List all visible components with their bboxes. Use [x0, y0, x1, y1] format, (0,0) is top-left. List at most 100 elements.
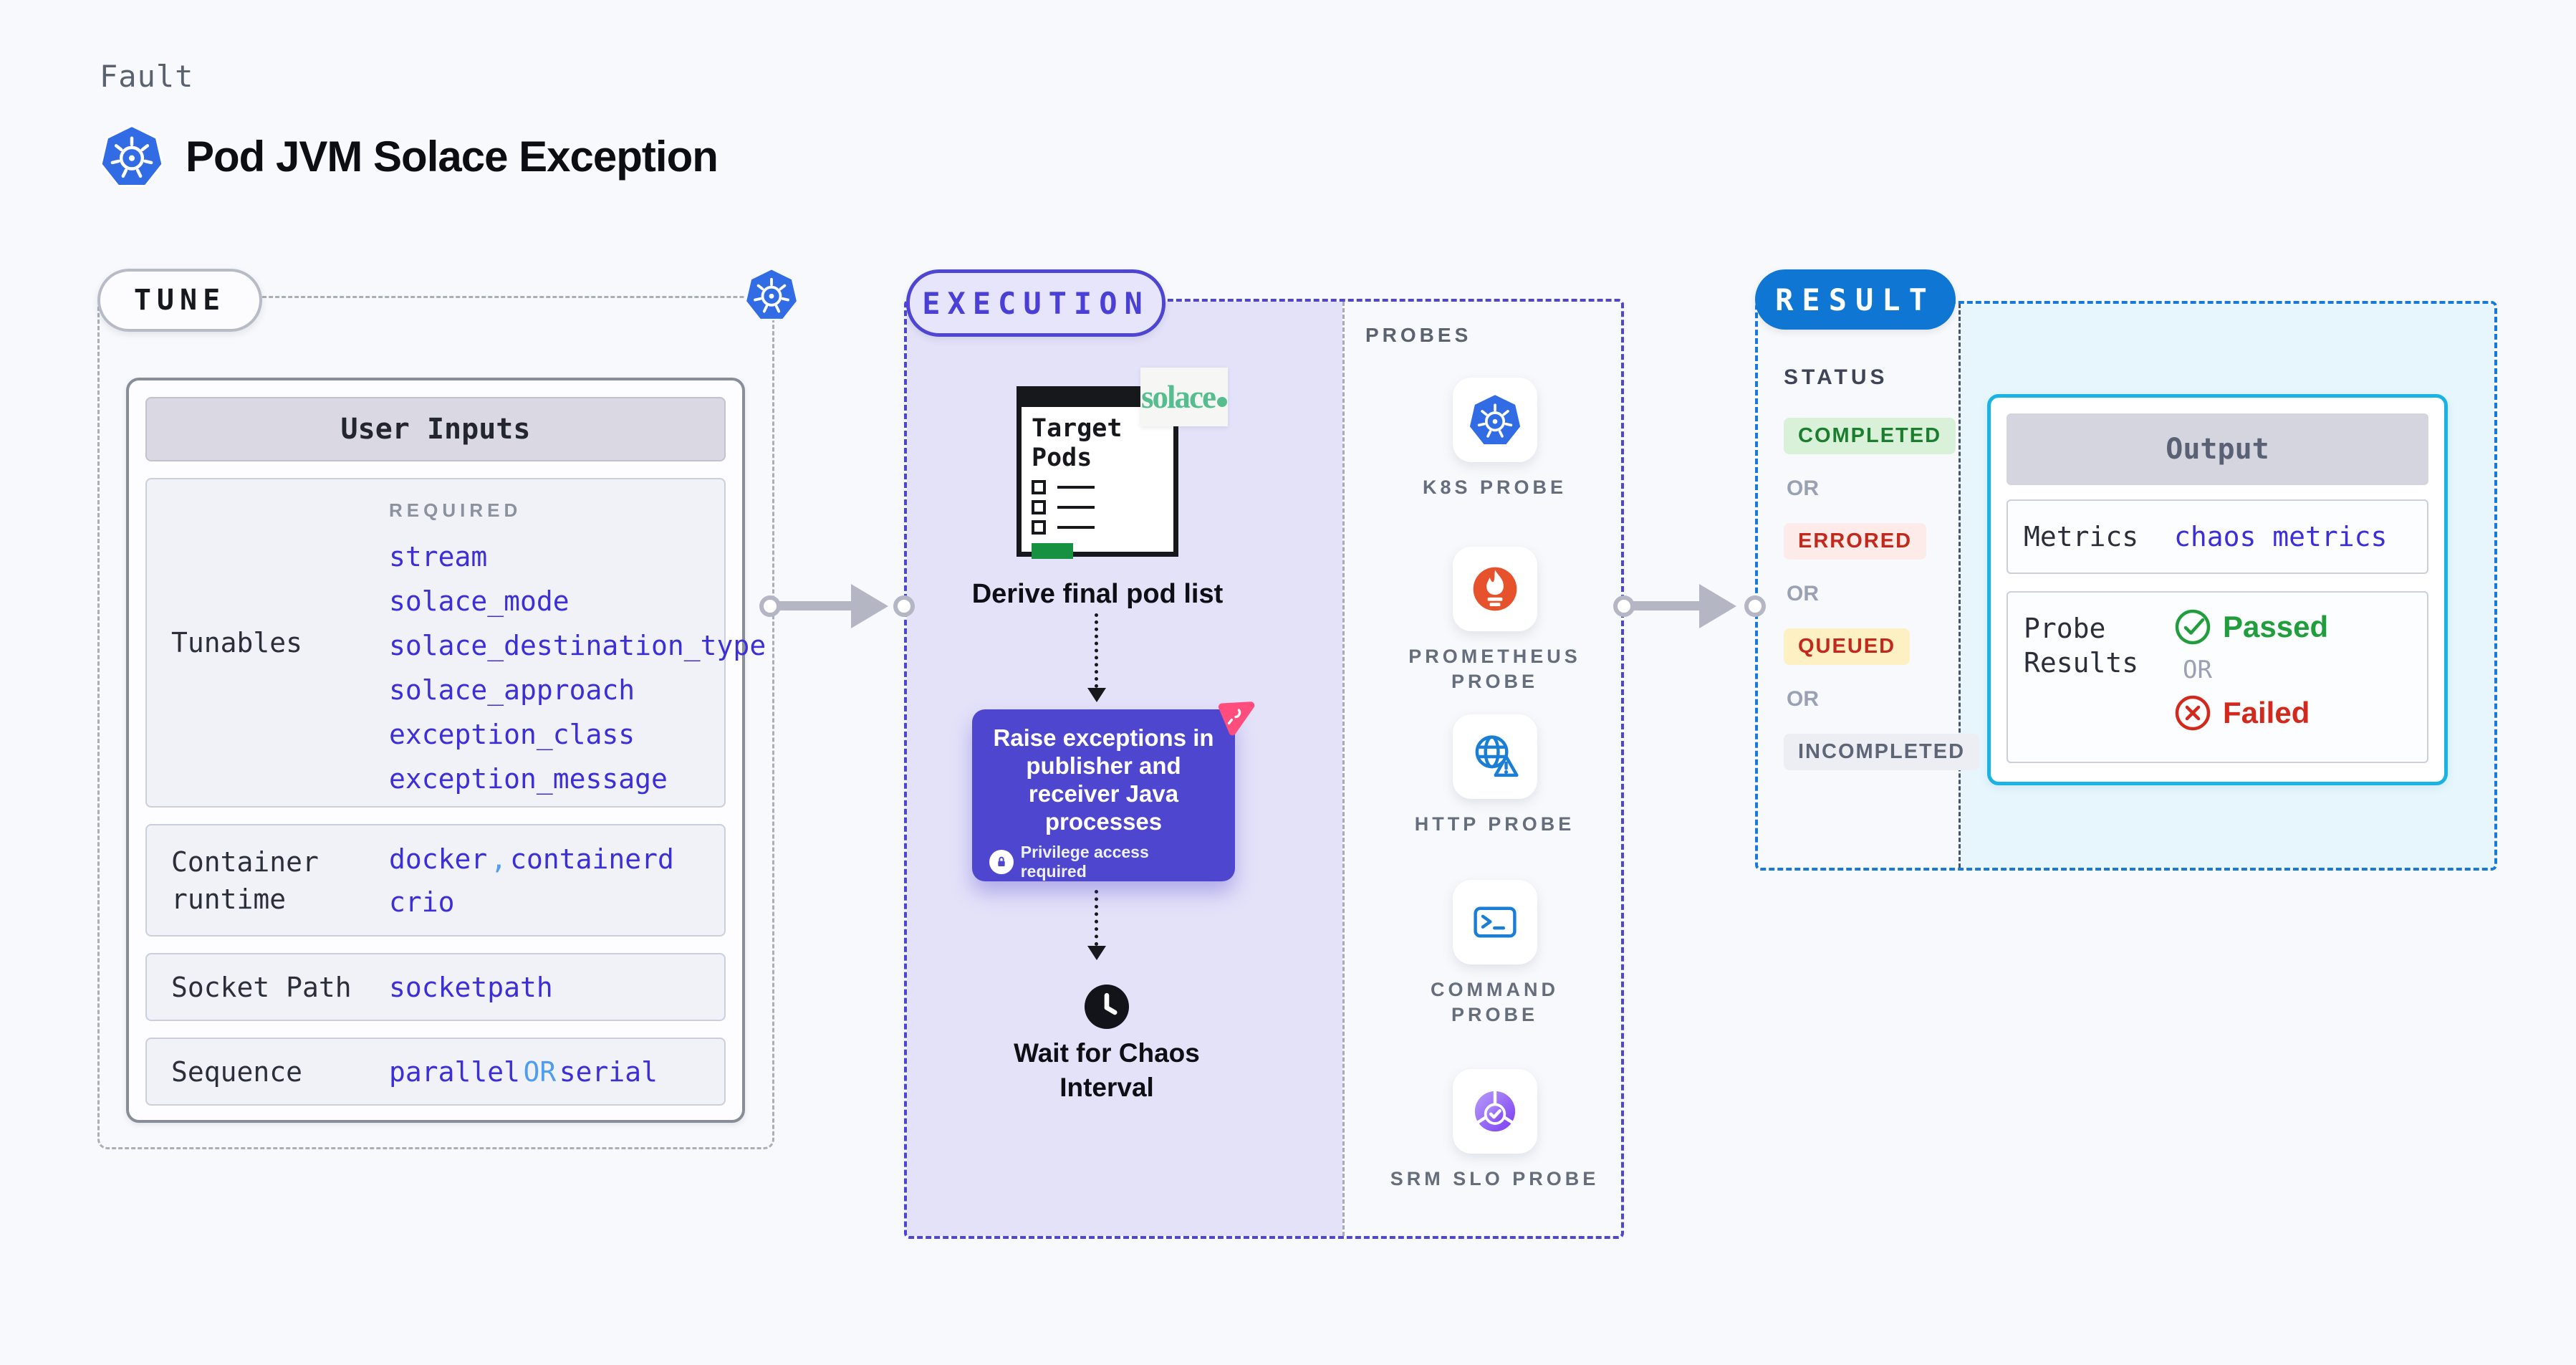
probe-label: K8S PROBE	[1422, 476, 1567, 498]
kubernetes-icon	[1452, 378, 1537, 462]
raise-exceptions-text: Raise exceptions in publisher and receiv…	[993, 724, 1214, 835]
runtime-value: crio	[389, 886, 455, 918]
output-header: Output	[2007, 413, 2428, 485]
probe-results-values: Passed OR Failed	[2174, 593, 2328, 762]
checkbox-icon	[1032, 520, 1046, 535]
tune-badge: TUNE	[97, 269, 262, 332]
runtime-value: docker	[389, 843, 488, 875]
probe-item: PROMETHEUS PROBE	[1365, 547, 1624, 694]
lock-icon	[989, 850, 1014, 874]
fault-kicker: Fault	[100, 59, 194, 94]
probes-heading: PROBES	[1365, 324, 1472, 346]
page-title-row: Pod JVM Solace Exception	[100, 122, 719, 191]
status-badge-completed: COMPLETED	[1784, 418, 1956, 454]
green-button	[1032, 543, 1073, 559]
pod-list-item	[1032, 480, 1173, 494]
output-card: Output Metrics chaos metrics Probe Resul…	[1987, 394, 2448, 785]
x-circle-icon	[2175, 695, 2211, 731]
status-or: OR	[1787, 582, 1819, 605]
privilege-row: Privilege access required	[989, 843, 1218, 881]
failed-label: Failed	[2223, 696, 2310, 729]
container-runtime-values: docker , containerd crio	[389, 843, 674, 918]
kubernetes-icon	[100, 125, 164, 187]
probe-item: SRM SLO PROBE	[1365, 1069, 1624, 1192]
sequence-value: serial	[559, 1055, 658, 1088]
globe-warning-icon	[1452, 714, 1537, 799]
wait-chaos-interval-label: Wait for Chaos Interval	[1014, 1038, 1200, 1102]
result-badge: RESULT	[1755, 269, 1956, 330]
kubernetes-icon	[744, 268, 799, 321]
litmus-chaos-icon	[1218, 701, 1255, 736]
probe-label: PROMETHEUS PROBE	[1408, 646, 1581, 692]
status-badge-errored: ERRORED	[1784, 523, 1927, 560]
solace-dot-icon	[1216, 397, 1227, 407]
container-runtime-label: Container runtime	[171, 846, 319, 915]
user-inputs-card: User Inputs Tunables REQUIRED stream sol…	[126, 378, 766, 1123]
socket-path-label: Socket Path	[171, 971, 352, 1003]
pod-list-item	[1032, 500, 1173, 514]
prometheus-icon	[1452, 547, 1537, 631]
tunable-param: stream	[389, 541, 488, 573]
status-list: COMPLETED OR ERRORED OR QUEUED OR INCOMP…	[1784, 418, 1980, 770]
dotted-connector	[1095, 890, 1098, 946]
tunable-param: exception_class	[389, 719, 635, 750]
page-title: Pod JVM Solace Exception	[186, 132, 719, 181]
pod-list-item	[1032, 520, 1173, 535]
socket-path-value: socketpath	[389, 971, 553, 1003]
solace-wordmark: solace	[1141, 379, 1216, 415]
tunables-row: Tunables REQUIRED stream solace_mode sol…	[145, 478, 766, 808]
user-inputs-header: User Inputs	[145, 397, 726, 461]
status-badge-incompleted: INCOMPLETED	[1784, 734, 1980, 770]
dotted-connector	[1095, 613, 1098, 688]
slo-gauge-icon	[1452, 1069, 1537, 1154]
target-pods-title: Target Pods	[1032, 414, 1123, 472]
required-label: REQUIRED	[389, 499, 522, 521]
status-badge-queued: QUEUED	[1784, 628, 1911, 665]
tunable-param: exception_message	[389, 763, 668, 795]
passed-label: Passed	[2223, 610, 2329, 643]
arrow-down-icon	[1087, 688, 1106, 702]
check-circle-icon	[2175, 609, 2211, 645]
tunable-param: solace_approach	[389, 674, 635, 706]
solace-logo: solace	[1140, 368, 1228, 426]
probe-item: HTTP PROBE	[1365, 714, 1624, 837]
checkbox-icon	[1032, 480, 1046, 494]
sequence-row: Sequence parallel OR serial	[145, 1038, 726, 1106]
tune-section	[97, 296, 774, 1149]
tunable-param: solace_destination_type	[389, 630, 766, 661]
socket-path-row: Socket Path socketpath	[145, 953, 726, 1021]
probe-label: SRM SLO PROBE	[1390, 1168, 1600, 1189]
passed-row: Passed	[2174, 608, 2328, 646]
tunables-values: REQUIRED stream solace_mode solace_desti…	[389, 479, 766, 806]
sequence-or: OR	[523, 1055, 557, 1088]
raise-exceptions-box: Raise exceptions in publisher and receiv…	[972, 709, 1235, 881]
status-or: OR	[1787, 476, 1819, 500]
probe-label: COMMAND PROBE	[1431, 979, 1559, 1025]
tunable-param: solace_mode	[389, 585, 569, 617]
sequence-label: Sequence	[171, 1055, 303, 1088]
metrics-row: Metrics chaos metrics	[2007, 499, 2428, 574]
probe-item: COMMAND PROBE	[1365, 880, 1624, 1028]
tunables-label: Tunables	[171, 627, 303, 658]
probe-results-or: OR	[2183, 656, 2212, 684]
status-or: OR	[1787, 687, 1819, 711]
terminal-icon	[1452, 880, 1537, 964]
runtime-separator: ,	[490, 843, 507, 875]
probe-item: K8S PROBE	[1365, 378, 1624, 500]
metrics-value: chaos metrics	[2174, 521, 2388, 552]
arrow-down-icon	[1087, 946, 1106, 960]
window-titlebar	[1022, 391, 1173, 407]
execution-badge: EXECUTION	[906, 269, 1166, 337]
clock-icon	[1084, 984, 1130, 1030]
failed-row: Failed	[2174, 694, 2328, 732]
probe-results-label: Probe Results	[2024, 613, 2139, 679]
metrics-label: Metrics	[2024, 521, 2139, 552]
runtime-value: containerd	[510, 843, 674, 875]
probes-panel	[1342, 302, 1621, 1236]
container-runtime-row: Container runtime docker , containerd cr…	[145, 824, 726, 937]
privilege-note: Privilege access required	[1020, 843, 1149, 881]
sequence-value: parallel	[389, 1055, 521, 1088]
probe-label: HTTP PROBE	[1414, 813, 1575, 835]
derive-pod-list-label: Derive final pod list	[971, 579, 1224, 609]
status-heading: STATUS	[1784, 365, 1888, 389]
